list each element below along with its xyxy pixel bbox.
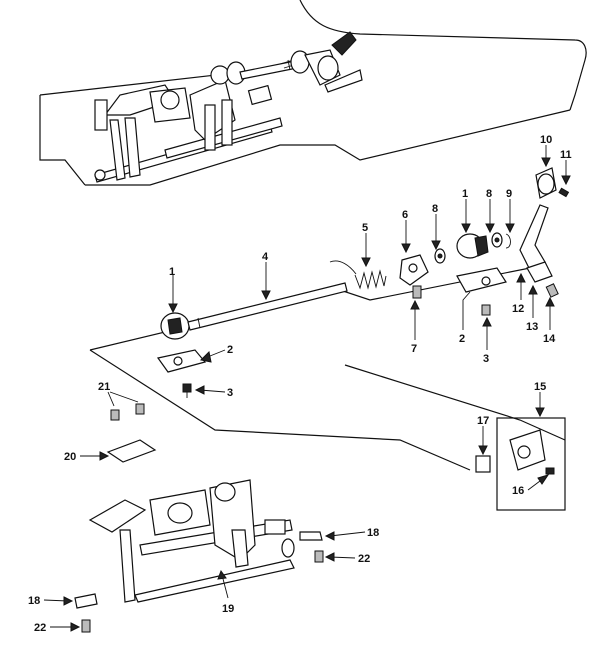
callout-19: 19 — [222, 603, 234, 615]
callout-20: 20 — [64, 451, 76, 463]
callout-labels: 1 4 5 6 8 1 8 9 10 11 12 13 14 7 2 3 2 3… — [28, 134, 572, 634]
top-installed-assembly — [94, 31, 363, 183]
callout-12: 12 — [512, 303, 524, 315]
callout-10: 10 — [540, 134, 552, 146]
callout-6: 6 — [402, 209, 408, 221]
callout-9: 9 — [506, 188, 512, 200]
callout-8-right: 8 — [486, 188, 492, 200]
callout-5: 5 — [362, 222, 368, 234]
callout-17: 17 — [477, 415, 489, 427]
callout-4: 4 — [262, 251, 269, 263]
lower-assembly — [74, 403, 324, 633]
callout-18-left: 18 — [28, 595, 40, 607]
callout-16: 16 — [512, 485, 524, 497]
callout-22-left: 22 — [34, 622, 46, 634]
callout-21: 21 — [98, 381, 110, 393]
callout-3-right: 3 — [483, 353, 489, 365]
callout-7: 7 — [411, 343, 417, 355]
leader-lines — [43, 145, 571, 632]
callout-18-right: 18 — [367, 527, 379, 539]
callout-11: 11 — [560, 149, 572, 161]
machine-bed-outline — [39, 0, 587, 186]
callout-13: 13 — [526, 321, 538, 333]
callout-3-left: 3 — [227, 387, 233, 399]
exploded-parts — [156, 167, 570, 398]
callout-8-left: 8 — [432, 203, 438, 215]
callout-22-right: 22 — [358, 553, 370, 565]
callout-14: 14 — [543, 333, 556, 345]
part-15-inset — [475, 417, 566, 511]
callout-1-left: 1 — [169, 266, 175, 278]
callout-2-left: 2 — [227, 344, 233, 356]
callout-15: 15 — [534, 381, 546, 393]
callout-1-right: 1 — [462, 188, 468, 200]
callout-2-right: 2 — [459, 333, 465, 345]
